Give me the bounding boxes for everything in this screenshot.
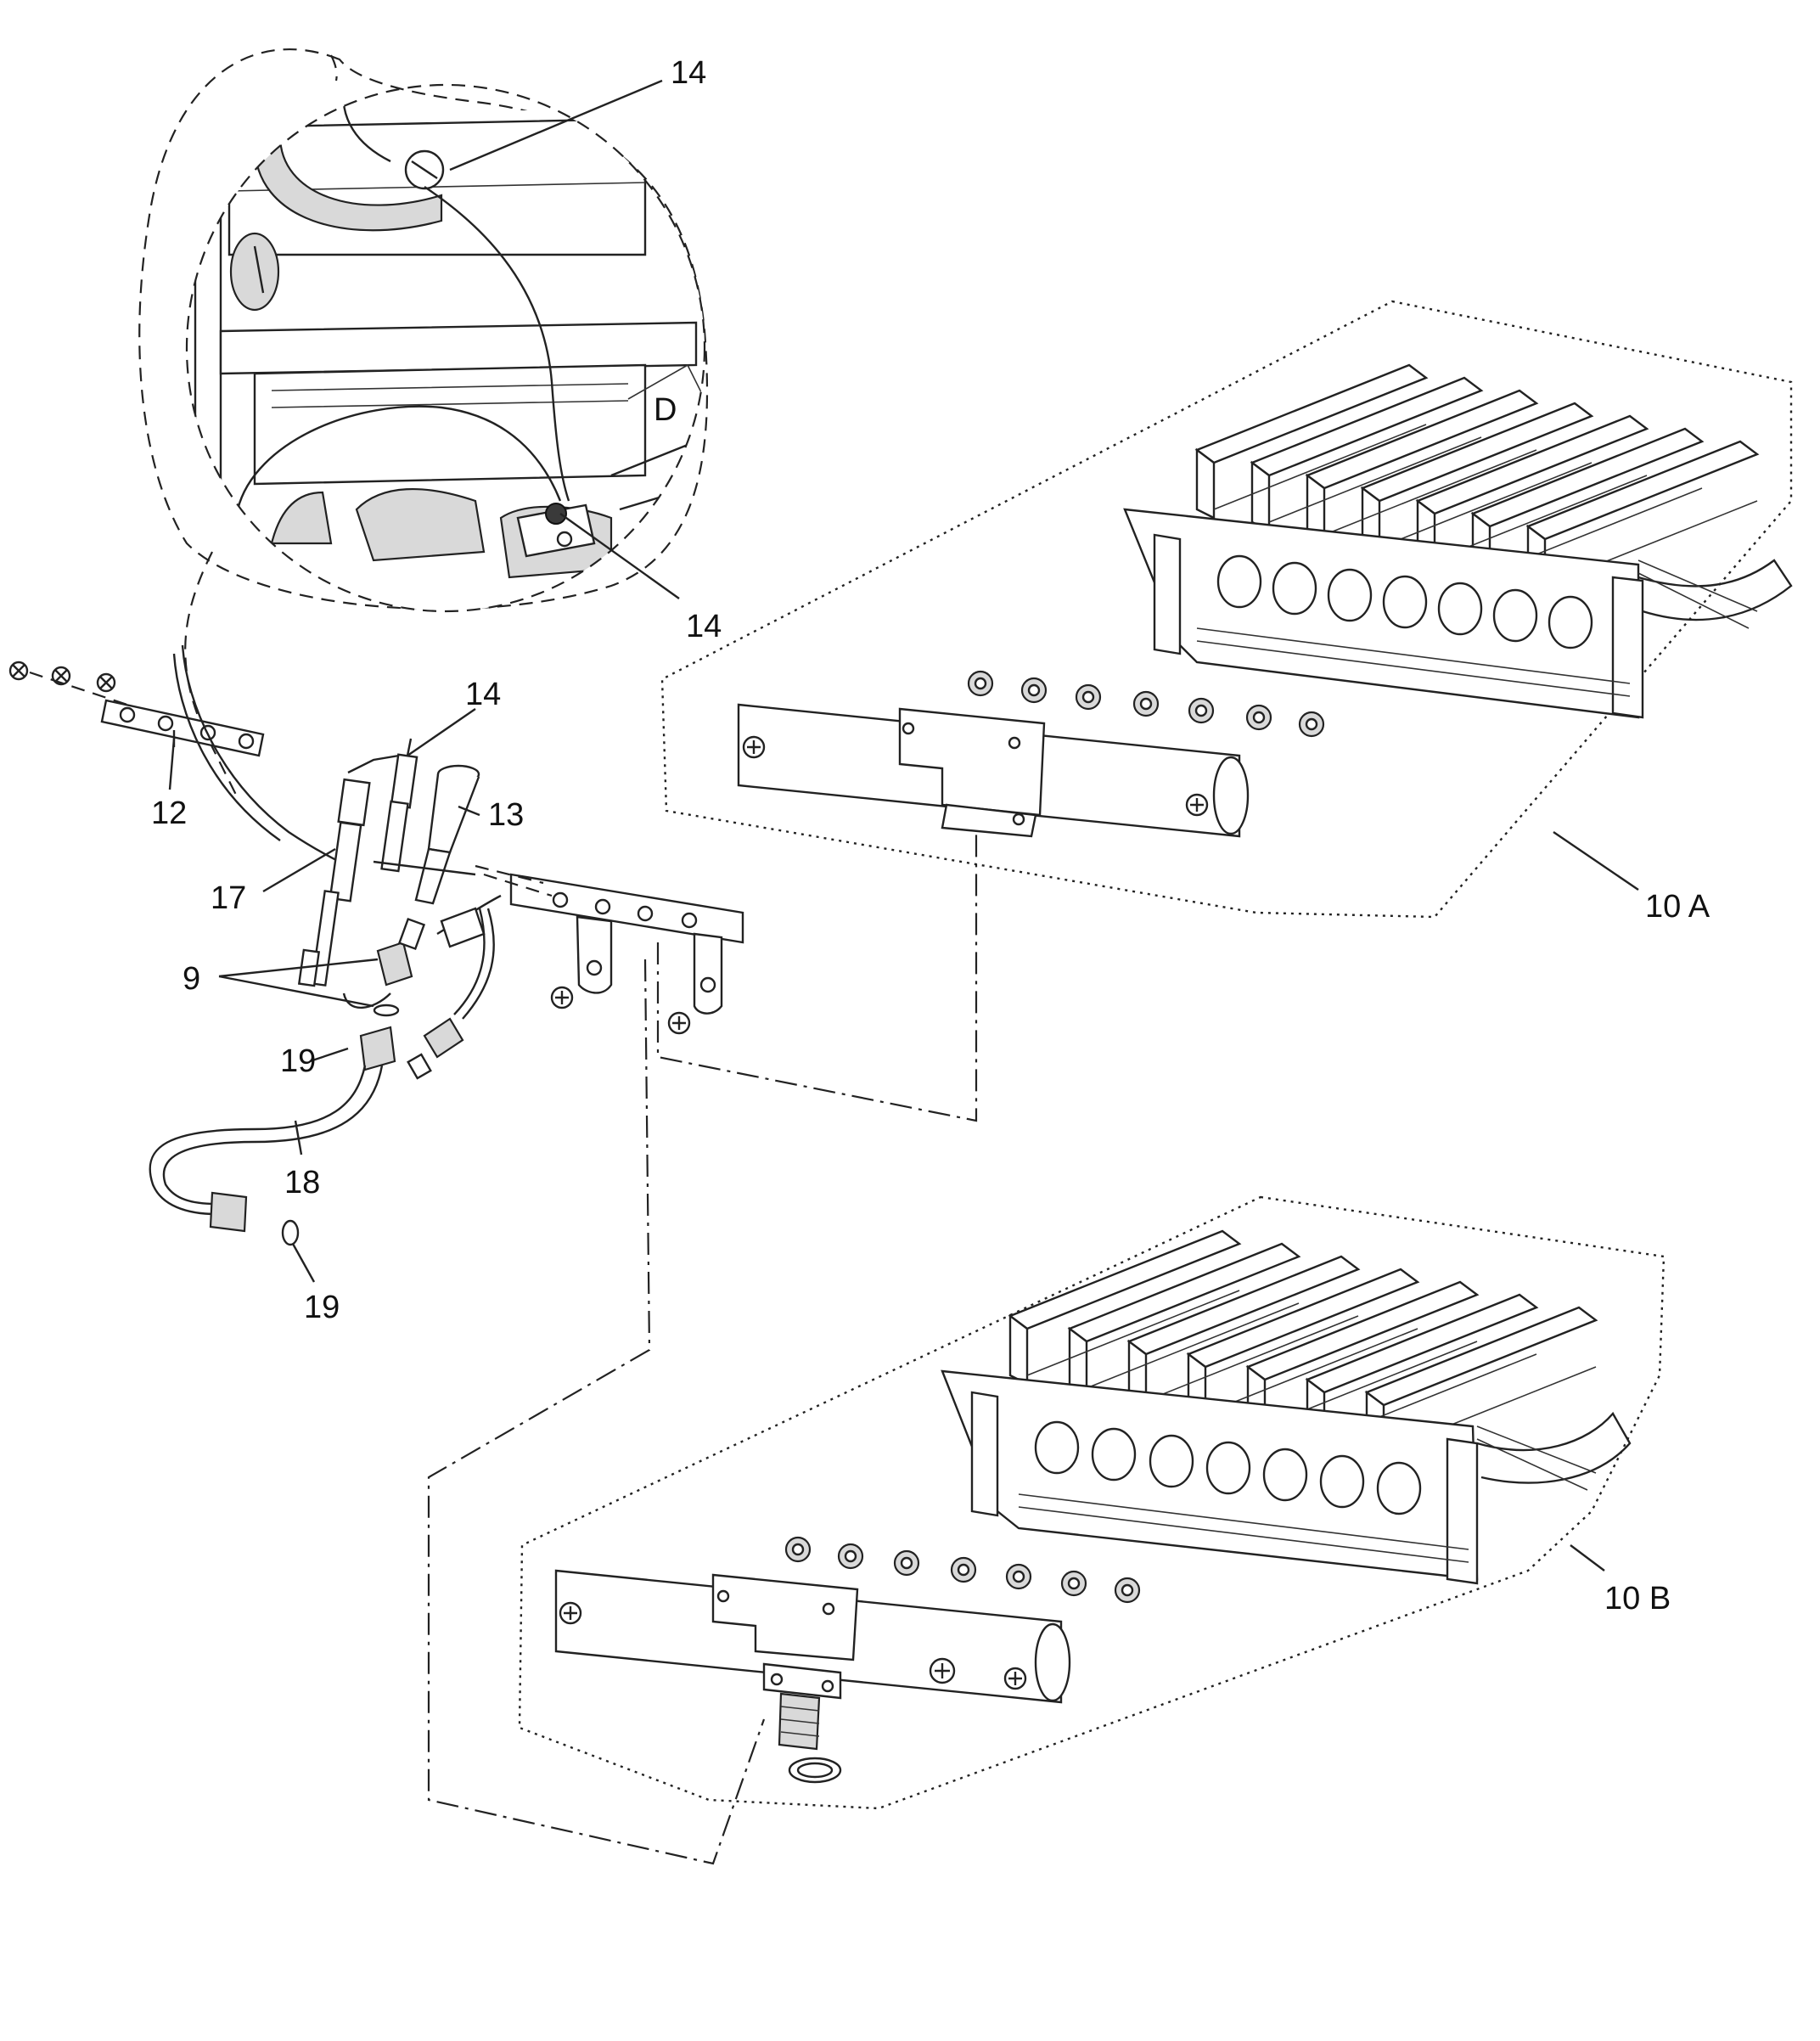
leader-18 [294,1120,303,1155]
mounting-screws [8,661,128,706]
detail-view: D 14 14 [138,48,722,799]
callout-13: 13 [488,797,524,833]
callout-14-detail-top: 14 [671,55,706,91]
detail-outer-dashed-loop [138,48,709,610]
callout-19-upper: 19 [280,1043,316,1079]
callout-14-detail-bottom: 14 [686,609,722,644]
ignition-assembly: 12 17 14 13 [8,644,978,1865]
burner-10A-nuts [967,670,1325,738]
callout-10B: 10 B [1604,1581,1671,1616]
callout-14-assembly: 14 [465,677,501,712]
detail-leader-to-assembly [184,551,239,799]
leader-13 [458,805,480,817]
burner-10A-blades [1194,363,1760,596]
leader-9-b [218,975,374,1008]
leader-9-a [218,958,379,978]
detail-magnified-contents: D [185,83,706,613]
part-17-electrode [297,754,400,987]
burner-10B-distributor [554,1569,1071,1784]
burner-10A-distributor [737,703,1250,838]
leader-10A [1553,831,1639,891]
burner-10B-nuts [784,1536,1141,1604]
burner-10A-nozzle-holes [1216,554,1593,649]
callout-9: 9 [183,961,200,997]
burner-10B-outline [518,1195,1666,1810]
burner-assembly-10A: 10 A [660,300,1793,925]
leader-17 [262,847,336,893]
leader-14-assembly [407,708,476,756]
detail-letter-label: D [654,392,677,428]
leader-14-detail-top [449,79,663,171]
part-12-electrode-bracket [100,699,265,757]
leader-12 [168,738,176,790]
callout-12: 12 [151,796,187,831]
detail-inner-circle [185,83,706,613]
detail-arrow-head-line [330,54,338,82]
burner-10B-nozzle-holes [1034,1420,1422,1515]
leader-19-upper [309,1047,349,1063]
leader-to-burner-10A [656,832,978,1122]
part-9-fittings [342,917,426,1017]
callout-18: 18 [284,1165,320,1200]
leader-to-burner-10B [427,959,766,1865]
leader-19-lower [291,1243,316,1283]
burner-10B-blades [1008,1229,1598,1462]
burner-10A-outline [660,300,1793,919]
leader-10B [1570,1544,1605,1572]
burner-assembly-10B: 10 B [518,1195,1671,1810]
part-13-pilot-burner [373,764,480,905]
part-14-sensor [380,738,418,873]
mounting-plate [475,864,744,1035]
callout-17: 17 [211,880,246,916]
leader-14-detail-bottom [559,513,680,599]
callout-10A: 10 A [1645,889,1710,925]
callout-19-lower: 19 [304,1290,340,1325]
pilot-tube [407,894,502,1080]
part-18-gas-tube [149,1026,396,1246]
